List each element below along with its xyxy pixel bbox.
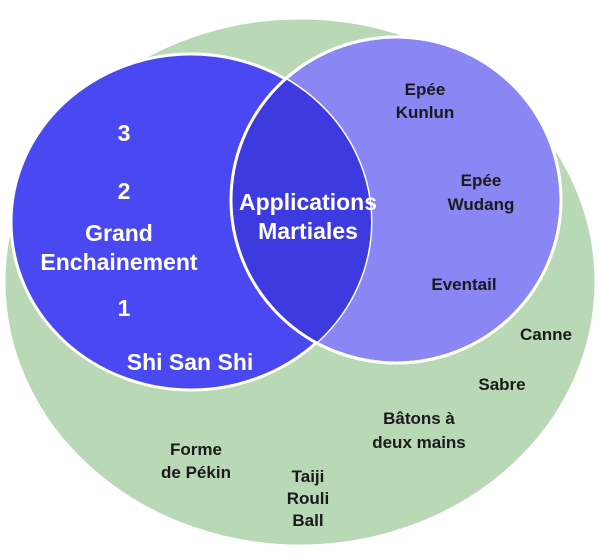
- taiji-rouli-ball-line3: Ball: [292, 511, 323, 530]
- batons-line1: Bâtons à: [383, 409, 455, 428]
- applications-martiales-line1: Applications: [239, 189, 377, 215]
- sabre-label: Sabre: [478, 375, 525, 394]
- forme-pekin-line2: de Pékin: [161, 463, 231, 482]
- batons-line2: deux mains: [372, 433, 466, 452]
- grand-enchainement-line1: Grand: [85, 220, 153, 246]
- epee-kunlun-line1: Epée: [405, 80, 446, 99]
- canne-label: Canne: [520, 325, 572, 344]
- number-2-label: 2: [118, 178, 131, 204]
- shi-san-shi-label: Shi San Shi: [127, 349, 254, 375]
- eventail-label: Eventail: [431, 275, 496, 294]
- right-set-outline: [229, 35, 563, 365]
- number-3-label: 3: [118, 120, 131, 146]
- overlap-region: [231, 54, 371, 363]
- applications-martiales-line2: Martiales: [258, 218, 358, 244]
- grand-enchainement-line2: Enchainement: [40, 249, 198, 275]
- epee-wudang-line1: Epée: [461, 171, 502, 190]
- number-1-label: 1: [118, 295, 131, 321]
- forme-pekin-line1: Forme: [170, 440, 222, 459]
- epee-wudang-line2: Wudang: [448, 195, 515, 214]
- epee-kunlun-line2: Kunlun: [396, 103, 455, 122]
- taiji-rouli-ball-line1: Taiji: [292, 467, 325, 486]
- taiji-rouli-ball-line2: Rouli: [287, 489, 330, 508]
